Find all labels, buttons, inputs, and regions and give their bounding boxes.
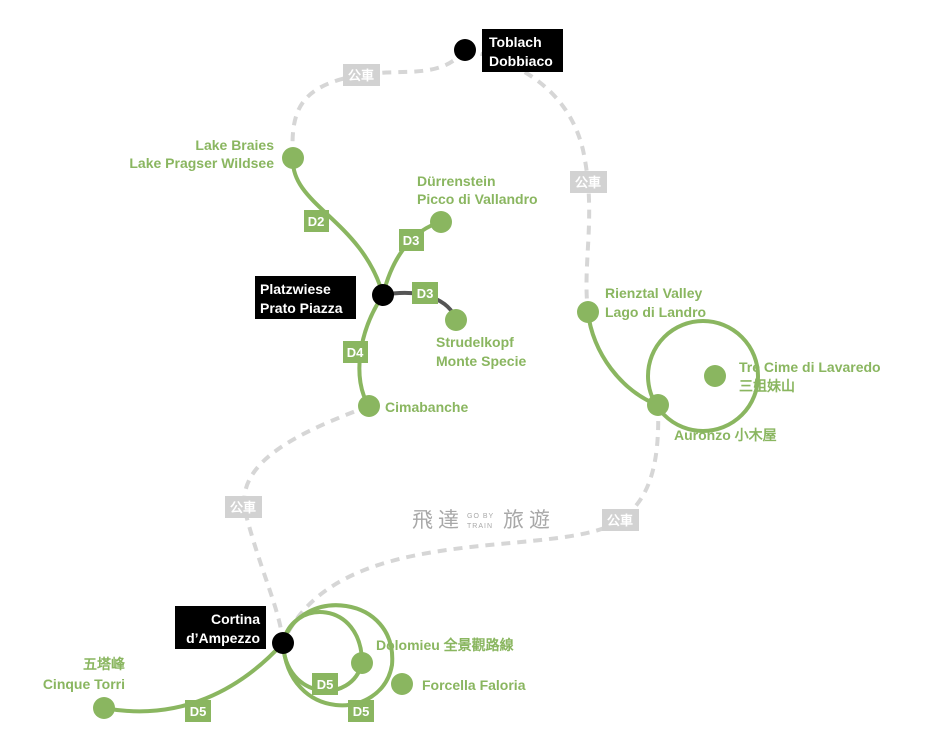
label-strudelkopf-alt: Monte Specie [436, 353, 526, 369]
bus-label: 公車 [602, 509, 639, 531]
bus-label: 公車 [343, 64, 380, 86]
line-label-d3: D3 [412, 282, 438, 304]
label-cinque-torri-cn: 五塔峰 [83, 656, 126, 672]
label-forcella-faloria: Forcella Faloria [422, 677, 526, 693]
hub-label-cortina: Cortina d’Ampezzo [175, 606, 266, 649]
route-d5-forcella-loop [281, 603, 395, 708]
line-label-d2: D2 [304, 210, 329, 232]
stop-rienztal[interactable] [577, 301, 599, 323]
svg-text:Cortina: Cortina [211, 611, 260, 627]
label-durrenstein-alt: Picco di Vallandro [417, 191, 538, 207]
svg-text:D3: D3 [417, 286, 434, 301]
svg-text:Toblach: Toblach [489, 34, 542, 50]
label-durrenstein: Dürrenstein [417, 173, 496, 189]
svg-text:公車: 公車 [348, 68, 374, 83]
label-rienztal: Rienztal Valley [605, 285, 702, 301]
hub-cortina[interactable] [272, 632, 294, 654]
svg-text:Dobbiaco: Dobbiaco [489, 53, 553, 69]
stop-dolomieu[interactable] [351, 652, 373, 674]
label-dolomieu: Dolomieu 全景觀路線 [376, 637, 514, 653]
svg-text:公車: 公車 [230, 500, 256, 515]
label-rienztal-alt: Lago di Landro [605, 304, 706, 320]
stop-tre-cime[interactable] [704, 365, 726, 387]
svg-text:Prato Piazza: Prato Piazza [260, 300, 343, 316]
bus-label: 公車 [570, 171, 607, 193]
svg-text:D5: D5 [317, 677, 334, 692]
svg-text:D3: D3 [403, 233, 420, 248]
stop-lake-braies[interactable] [282, 147, 304, 169]
line-label-d4: D4 [343, 341, 368, 363]
route-tre-cime-loop [646, 319, 760, 433]
bus-route-cimabanche-cortina [242, 404, 370, 644]
svg-text:D4: D4 [347, 345, 364, 360]
label-tre-cime: Tre Cime di Lavaredo [739, 359, 881, 375]
svg-text:公車: 公車 [607, 513, 633, 528]
label-tre-cime-alt: 三姐妹山 [739, 378, 795, 394]
svg-text:d’Ampezzo: d’Ampezzo [186, 630, 260, 646]
svg-text:TRAIN: TRAIN [467, 523, 493, 530]
stop-cimabanche[interactable] [358, 395, 380, 417]
route-rienztal-auronzo [586, 311, 659, 407]
hub-toblach[interactable] [454, 39, 476, 61]
route-d5-cinque-torri [103, 641, 285, 714]
svg-text:GO BY: GO BY [467, 513, 494, 520]
bus-route-toblach-braies [290, 48, 467, 159]
bus-label: 公車 [225, 496, 262, 518]
label-lake-braies-alt: Lake Pragser Wildsee [129, 155, 274, 171]
svg-text:公車: 公車 [575, 175, 601, 190]
svg-text:D2: D2 [308, 214, 325, 229]
watermark-logo: 飛達 GO BY TRAIN 旅遊 [412, 509, 555, 532]
hub-platzwiese[interactable] [372, 284, 394, 306]
svg-text:旅遊: 旅遊 [503, 509, 555, 532]
svg-text:Platzwiese: Platzwiese [260, 281, 331, 297]
label-strudelkopf: Strudelkopf [436, 334, 514, 350]
stop-durrenstein[interactable] [430, 211, 452, 233]
line-label-d5: D5 [312, 673, 338, 695]
line-label-d3: D3 [399, 229, 424, 251]
label-cimabanche: Cimabanche [385, 399, 468, 415]
stop-cinque-torri[interactable] [93, 697, 115, 719]
label-cinque-torri: Cinque Torri [43, 676, 125, 692]
stop-strudelkopf[interactable] [445, 309, 467, 331]
line-label-d5: D5 [185, 700, 211, 722]
svg-text:飛達: 飛達 [412, 509, 464, 532]
stop-forcella-faloria[interactable] [391, 673, 413, 695]
line-label-d5: D5 [348, 700, 374, 722]
svg-text:D5: D5 [190, 704, 207, 719]
label-auronzo: Auronzo 小木屋 [674, 427, 777, 443]
label-lake-braies: Lake Braies [195, 137, 274, 153]
bus-route-auronzo-cortina [281, 404, 661, 644]
stop-auronzo[interactable] [647, 394, 669, 416]
route-d2 [290, 157, 385, 296]
svg-text:D5: D5 [353, 704, 370, 719]
